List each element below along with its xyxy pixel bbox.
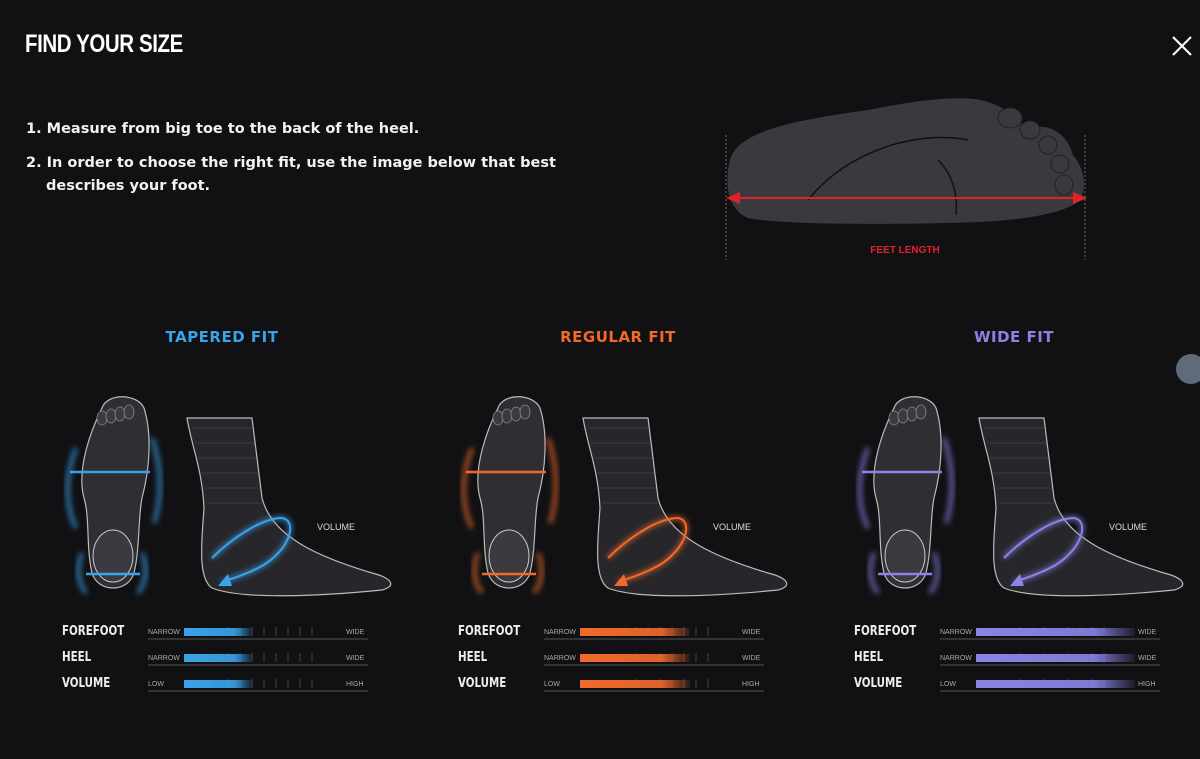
foot-sole-icon (727, 98, 1084, 224)
fit-scale-row-heel: HEEL NARROW WIDE (458, 650, 788, 672)
scale-fill (580, 680, 690, 688)
scale-max-label: HIGH (1138, 681, 1156, 688)
scale-fill (184, 680, 252, 688)
scale-fill (976, 680, 1135, 688)
scale-bar: NARROW WIDE (148, 653, 368, 666)
scale-min-label: LOW (148, 681, 164, 688)
foot-side-view-icon (186, 417, 392, 597)
scale-max-label: WIDE (346, 655, 365, 662)
scale-max-label: WIDE (742, 629, 761, 636)
fit-scale-row-volume: VOLUME LOW HIGH (62, 676, 392, 698)
scale-min-label: NARROW (940, 655, 972, 662)
instruction-step-2: 2. In order to choose the right fit, use… (26, 155, 556, 194)
scale-max-label: HIGH (346, 681, 364, 688)
scale-max-label: WIDE (1138, 629, 1157, 636)
fit-scale-row-forefoot: FOREFOOT NARROW WIDE (854, 624, 1184, 646)
scale-max-label: WIDE (742, 655, 761, 662)
scale-label: HEEL (458, 650, 488, 665)
regular-fit-title: REGULAR FIT (560, 328, 676, 346)
scale-bar: LOW HIGH (544, 679, 764, 692)
scale-fill (184, 628, 252, 636)
feet-length-label: FEET LENGTH (870, 245, 939, 256)
scale-label: HEEL (62, 650, 92, 665)
foot-illustration: VOLUME (858, 396, 1184, 597)
screenshot-tool-button[interactable] (1176, 354, 1200, 384)
foot-illustration: VOLUME (462, 396, 788, 597)
scale-label: VOLUME (458, 676, 507, 691)
fit-scale-row-heel: HEEL NARROW WIDE (62, 650, 392, 672)
scale-label: FOREFOOT (62, 624, 125, 639)
foot-illustration: VOLUME (66, 396, 392, 597)
foot-length-illustration: FEET LENGTH (725, 98, 1087, 260)
volume-annotation: VOLUME (317, 522, 355, 532)
fit-scale-row-heel: HEEL NARROW WIDE (854, 650, 1184, 672)
scale-fill (184, 654, 252, 662)
fit-scale-row-forefoot: FOREFOOT NARROW WIDE (458, 624, 788, 646)
volume-annotation: VOLUME (1109, 522, 1147, 532)
scale-max-label: HIGH (742, 681, 760, 688)
tapered-fit-title: TAPERED FIT (165, 328, 279, 346)
scale-max-label: WIDE (346, 629, 365, 636)
volume-annotation: VOLUME (713, 522, 751, 532)
tapered-fit-panel: VOLUME FOREFOOT NARROW WIDE HEEL NARROW WIDE VO… (62, 388, 432, 698)
scale-fill (976, 628, 1135, 636)
scale-label: VOLUME (854, 676, 903, 691)
scale-label: HEEL (854, 650, 884, 665)
instructions: 1. Measure from big toe to the back of t… (26, 118, 586, 209)
scale-label: FOREFOOT (854, 624, 917, 639)
scale-bar: NARROW WIDE (940, 627, 1160, 640)
scale-label: VOLUME (62, 676, 111, 691)
scale-min-label: NARROW (544, 655, 576, 662)
scale-min-label: NARROW (148, 629, 180, 636)
fit-scale-row-volume: VOLUME LOW HIGH (458, 676, 788, 698)
foot-side-view-icon (978, 417, 1184, 597)
close-icon[interactable] (1170, 34, 1194, 58)
fit-scale-row-forefoot: FOREFOOT NARROW WIDE (62, 624, 392, 646)
scale-fill (580, 654, 690, 662)
scale-min-label: LOW (544, 681, 560, 688)
scale-min-label: NARROW (544, 629, 576, 636)
scale-bar: LOW HIGH (940, 679, 1160, 692)
scale-bar: NARROW WIDE (544, 627, 764, 640)
wide-fit-panel: VOLUME FOREFOOT NARROW WIDE HEEL NARROW WIDE VO… (854, 388, 1200, 698)
scale-min-label: NARROW (940, 629, 972, 636)
scale-label: FOREFOOT (458, 624, 521, 639)
regular-fit-panel: VOLUME FOREFOOT NARROW WIDE HEEL NARROW WIDE VO… (458, 388, 828, 698)
instruction-step-1: 1. Measure from big toe to the back of t… (26, 121, 420, 137)
scale-bar: LOW HIGH (148, 679, 368, 692)
scale-bar: NARROW WIDE (940, 653, 1160, 666)
foot-side-view-icon (582, 417, 788, 597)
scale-fill (580, 628, 690, 636)
scale-bar: NARROW WIDE (544, 653, 764, 666)
scale-max-label: WIDE (1138, 655, 1157, 662)
fit-scale-row-volume: VOLUME LOW HIGH (854, 676, 1184, 698)
scale-min-label: LOW (940, 681, 956, 688)
scale-bar: NARROW WIDE (148, 627, 368, 640)
scale-min-label: NARROW (148, 655, 180, 662)
page-title: FIND YOUR SIZE (25, 30, 183, 58)
wide-fit-title: WIDE FIT (973, 328, 1055, 346)
scale-fill (976, 654, 1135, 662)
